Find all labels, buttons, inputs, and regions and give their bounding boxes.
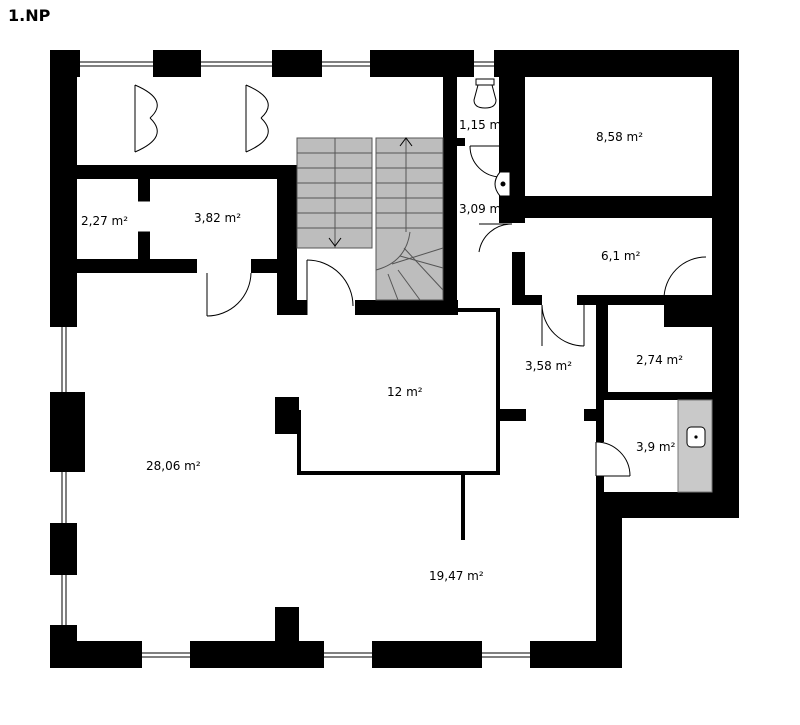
floor-title: 1.NP	[8, 6, 51, 25]
room-bath-small-label: 3,09 m²	[459, 202, 506, 216]
doors	[134, 84, 707, 477]
thin-partitions	[297, 308, 500, 540]
interior-walls	[77, 77, 739, 641]
room-center-label: 12 m²	[387, 385, 423, 399]
room-storage-left-label: 2,27 m²	[81, 214, 128, 228]
room-right-mid-label: 6,1 m²	[601, 249, 641, 263]
staircase	[296, 137, 444, 301]
room-labels: 1,15 m² 8,58 m² 3,09 m² 2,27 m² 3,82 m² …	[81, 118, 683, 583]
room-main-left-label: 28,06 m²	[146, 459, 201, 473]
bath-counter	[677, 399, 713, 493]
windows	[61, 61, 530, 658]
room-small-right-label: 2,74 m²	[636, 353, 683, 367]
room-bath-right-label: 3,9 m²	[636, 440, 676, 454]
room-hall-right-label: 3,58 m²	[525, 359, 572, 373]
room-wc-label: 1,15 m²	[459, 118, 506, 132]
room-main-bottom-label: 19,47 m²	[429, 569, 484, 583]
sink-small	[494, 171, 511, 197]
room-storage-mid-label: 3,82 m²	[194, 211, 241, 225]
toilet	[473, 78, 497, 109]
room-top-right-label: 8,58 m²	[596, 130, 643, 144]
